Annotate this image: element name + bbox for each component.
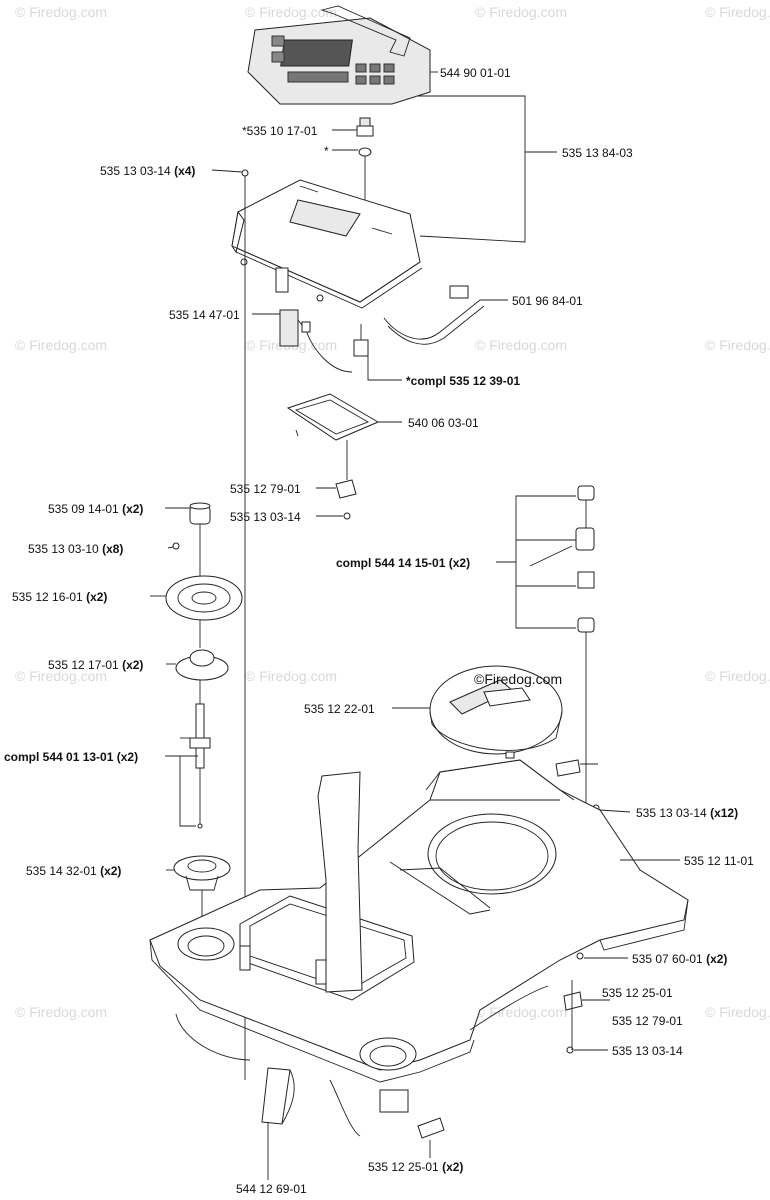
- part-label: 535 13 03-14 (x4): [100, 164, 196, 178]
- watermark: © Firedog.com: [705, 1004, 770, 1020]
- watermark: © Firedog.com: [475, 4, 568, 20]
- part-label: 535 13 03-14: [612, 1044, 683, 1058]
- part-label: 535 12 79-01: [230, 482, 301, 496]
- part-label: 535 07 60-01 (x2): [632, 952, 728, 966]
- watermark: © Firedog.com: [705, 4, 770, 20]
- part-label: 544 90 01-01: [440, 66, 511, 80]
- part-label: 540 06 03-01: [408, 416, 479, 430]
- part-label: 535 12 25-01 (x2): [368, 1160, 464, 1174]
- part-label: 535 13 03-14 (x12): [636, 806, 739, 820]
- part-label: 535 12 25-01: [602, 986, 673, 1000]
- part-label: 535 12 16-01 (x2): [12, 590, 108, 604]
- part-label: 535 14 32-01 (x2): [26, 864, 122, 878]
- watermark: © Firedog.com: [15, 668, 108, 684]
- watermark: © Firedog.com: [15, 4, 108, 20]
- watermark: © Firedog.com: [475, 1004, 568, 1020]
- part-label: 535 12 79-01: [612, 1014, 683, 1028]
- part-label: 535 13 84-03: [562, 146, 633, 160]
- watermark: © Firedog.com: [245, 668, 338, 684]
- part-label: 535 12 11-01: [684, 854, 754, 868]
- chassis: [149, 759, 689, 1137]
- watermark: © Firedog.com: [15, 337, 108, 353]
- watermark: © Firedog.com: [245, 4, 338, 20]
- part-label: *: [324, 144, 329, 158]
- display-cover: [231, 179, 423, 309]
- part-label: 544 12 69-01: [236, 1182, 307, 1196]
- watermark: © Firedog.com: [705, 337, 770, 353]
- brand-watermark: ©Firedog.com: [474, 671, 563, 687]
- part-label: 535 09 14-01 (x2): [48, 502, 144, 516]
- part-label: *535 10 17-01: [242, 124, 318, 138]
- watermark: © Firedog.com: [705, 668, 770, 684]
- part-label: 535 12 22-01: [304, 702, 375, 716]
- part-label: 535 13 03-14: [230, 510, 301, 524]
- part-label: compl 544 14 15-01 (x2): [336, 556, 471, 570]
- keypad-membrane: [247, 5, 431, 105]
- part-label: *compl 535 12 39-01: [406, 374, 521, 388]
- watermark: © Firedog.com: [475, 337, 568, 353]
- watermark: © Firedog.com: [15, 1004, 108, 1020]
- part-label: compl 544 01 13-01 (x2): [4, 750, 139, 764]
- cutter-disc: [429, 665, 563, 759]
- part-label: 535 12 17-01 (x2): [48, 658, 144, 672]
- part-label: 535 14 47-01: [169, 308, 240, 322]
- part-label: 501 96 84-01: [512, 294, 583, 308]
- part-label: 535 13 03-10 (x8): [28, 542, 124, 556]
